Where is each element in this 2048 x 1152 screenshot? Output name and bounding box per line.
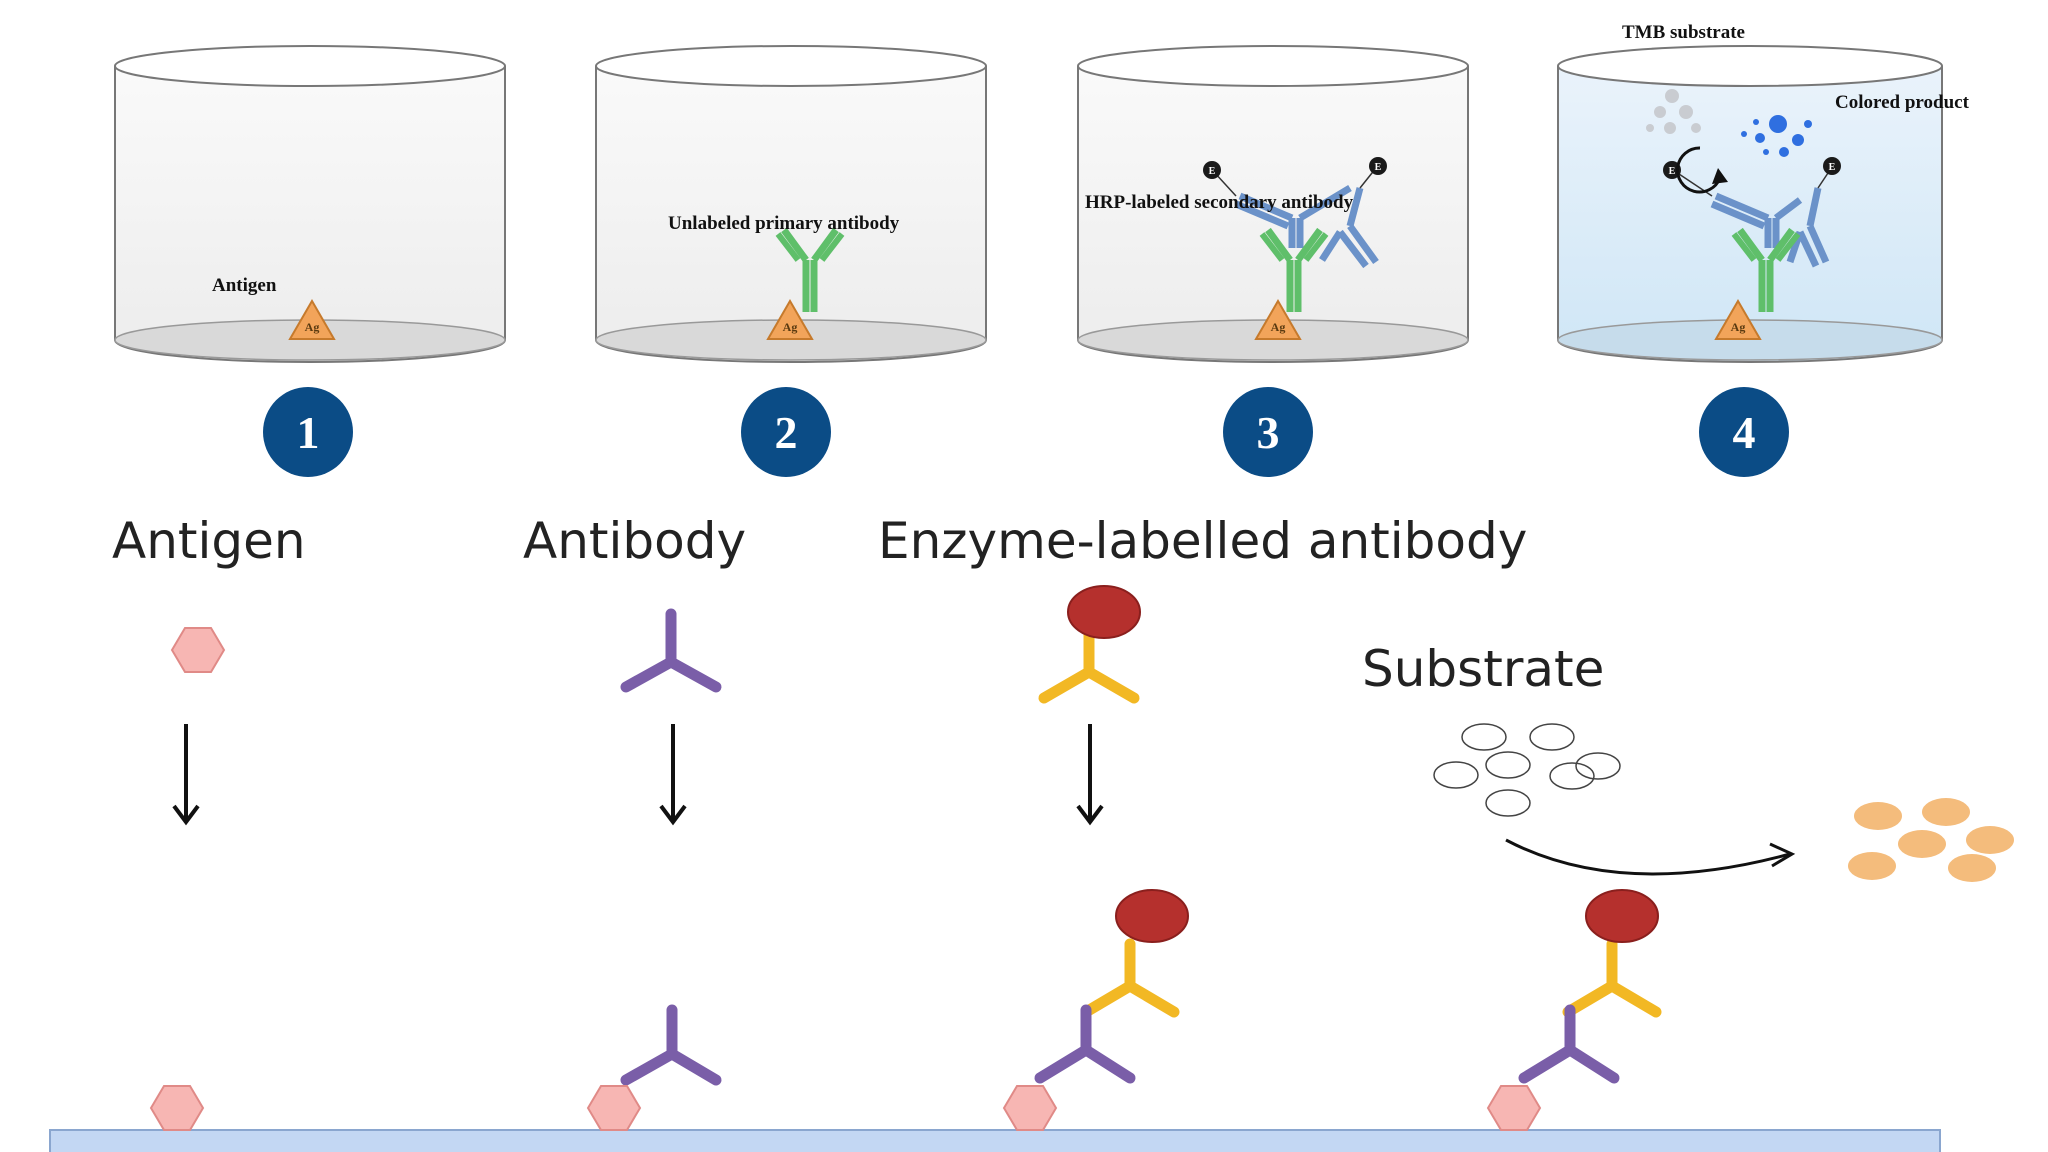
enzyme-antibody-icon — [1038, 624, 1140, 704]
bound-enzyme-icon — [1115, 889, 1189, 943]
well-label: Antigen — [212, 275, 277, 296]
legend-substrate: Substrate — [1362, 640, 1604, 698]
bound-enzyme-antibody-icon — [1080, 938, 1180, 1018]
bound-antigen-icon — [150, 1085, 204, 1131]
svg-text:3: 3 — [1257, 407, 1280, 458]
enzyme-label: E — [1209, 166, 1216, 177]
well-4: E E Ag TMB substrate Colored product — [1557, 22, 1970, 363]
bound-antigen-icon — [1487, 1085, 1541, 1131]
enzyme-label: E — [1669, 166, 1676, 177]
product-label: Colored product — [1835, 92, 1970, 113]
antigen-hexagon-icon — [171, 627, 225, 673]
step-4-badge: 4 — [1699, 387, 1789, 477]
bound-antibody-icon — [1518, 1004, 1620, 1084]
well-3: E E Ag HRP-labeled secondary antibody — [1077, 45, 1469, 363]
bound-enzyme-antibody-icon — [1562, 938, 1662, 1018]
tmb-label: TMB substrate — [1622, 22, 1745, 43]
substrate-icon — [1433, 723, 1621, 817]
bound-antibody-icon — [1034, 1004, 1136, 1084]
well-label: HRP-labeled secondary antibody — [1085, 192, 1354, 213]
ag-label: Ag — [783, 320, 798, 334]
hrp-enzyme-icon — [1369, 157, 1387, 175]
legend-antibody: Antibody — [523, 512, 746, 570]
svg-text:4: 4 — [1733, 407, 1756, 458]
secondary-antibody-icon — [1234, 184, 1379, 269]
hrp-enzyme-icon — [1823, 157, 1841, 175]
enzyme-label: E — [1829, 162, 1836, 173]
plate-surface — [49, 1129, 1941, 1152]
svg-text:2: 2 — [775, 407, 798, 458]
ag-label: Ag — [305, 320, 320, 334]
tmb-substrate-dots — [1646, 89, 1701, 134]
enzyme-label: E — [1375, 162, 1382, 173]
enzyme-icon — [1067, 585, 1141, 639]
ag-label: Ag — [1271, 320, 1286, 334]
bound-antibody-icon — [620, 1004, 722, 1086]
ag-label: Ag — [1731, 320, 1746, 334]
step-1-badge: 1 — [263, 387, 353, 477]
conversion-arrow-icon — [1505, 838, 1791, 876]
hrp-enzyme-icon — [1203, 161, 1221, 179]
step-2-badge: 2 — [741, 387, 831, 477]
well-1: Ag Antigen — [114, 45, 506, 363]
bound-antigen-icon — [587, 1085, 641, 1131]
antibody-purple-icon — [620, 608, 722, 693]
step-3-badge: 3 — [1223, 387, 1313, 477]
bound-enzyme-icon — [1585, 889, 1659, 943]
colored-product-dots — [1741, 115, 1812, 157]
well-label: Unlabeled primary antibody — [668, 213, 900, 234]
bound-antigen-icon — [1003, 1085, 1057, 1131]
legend-antigen: Antigen — [112, 512, 306, 570]
well-2: Ag Unlabeled primary antibody — [595, 45, 987, 363]
reaction-arrow-icon — [1676, 146, 1722, 194]
product-icon — [1848, 798, 2014, 882]
svg-text:1: 1 — [297, 407, 320, 458]
legend-enzyme-antibody: Enzyme-labelled antibody — [878, 512, 1527, 570]
